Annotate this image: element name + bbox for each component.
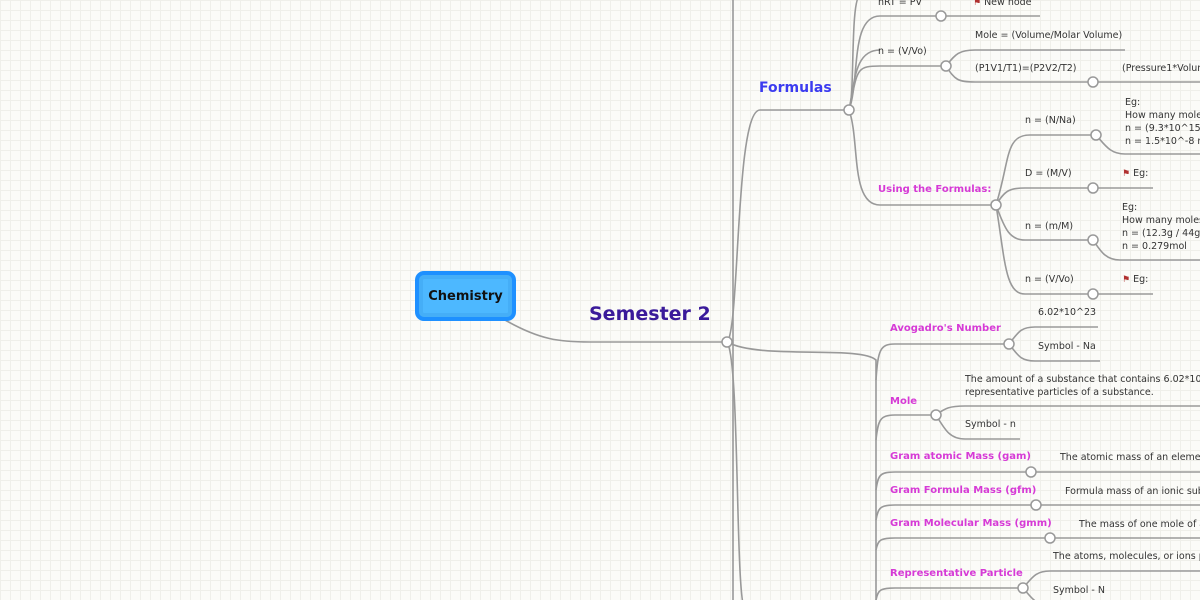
example-n-m-m[interactable]: Eg: How many moles n = (12.3g / 44g/ n =… <box>1122 202 1200 252</box>
node-label: Eg: <box>1133 168 1149 179</box>
node-pressure[interactable]: (Pressure1*Volum <box>1122 63 1200 74</box>
node-rp-symbol[interactable]: Symbol - N <box>1053 585 1105 596</box>
topic-using-formulas[interactable]: Using the Formulas: <box>878 184 992 195</box>
root-topic-chemistry[interactable]: Chemistry <box>415 271 516 321</box>
connector-nodes <box>721 10 1102 594</box>
root-label: Chemistry <box>428 288 503 304</box>
node-gmm-definition[interactable]: The mass of one mole of a <box>1079 519 1200 530</box>
example-d-m-v[interactable]: ⚑Eg: <box>1122 167 1148 181</box>
node-n-v-vo-2[interactable]: n = (V/Vo) <box>1025 274 1074 285</box>
node-gfm-definition[interactable]: Formula mass of an ionic subs <box>1065 486 1200 497</box>
node-mole-definition[interactable]: The amount of a substance that contains … <box>965 374 1200 398</box>
node-combined-gas[interactable]: (P1V1/T1)=(P2V2/T2) <box>975 63 1077 74</box>
node-avogadro-symbol[interactable]: Symbol - Na <box>1038 341 1096 352</box>
node-mole-symbol[interactable]: Symbol - n <box>965 419 1016 430</box>
node-new-node[interactable]: ⚑New node <box>973 0 1032 10</box>
flag-icon: ⚑ <box>1122 275 1131 285</box>
example-n-v-vo[interactable]: ⚑Eg: <box>1122 273 1148 287</box>
topic-representative-particle[interactable]: Representative Particle <box>890 568 1023 579</box>
topic-gmm[interactable]: Gram Molecular Mass (gmm) <box>890 518 1052 529</box>
node-n-v-vo[interactable]: n = (V/Vo) <box>878 46 927 57</box>
node-gam-definition[interactable]: The atomic mass of an element <box>1060 452 1200 463</box>
example-n-n-na[interactable]: Eg: How many mole n = (9.3*10^15 / n = 1… <box>1125 97 1200 147</box>
topic-avogadro[interactable]: Avogadro's Number <box>890 323 1001 334</box>
node-d-m-v[interactable]: D = (M/V) <box>1025 168 1072 179</box>
node-avogadro-value[interactable]: 6.02*10^23 <box>1038 307 1097 318</box>
flag-icon: ⚑ <box>1122 169 1131 179</box>
topic-gfm[interactable]: Gram Formula Mass (gfm) <box>890 485 1037 496</box>
node-n-n-na[interactable]: n = (N/Na) <box>1025 115 1076 126</box>
node-label: New node <box>984 0 1032 8</box>
topic-semester-2[interactable]: Semester 2 <box>589 303 711 325</box>
node-mole-volume[interactable]: Mole = (Volume/Molar Volume) <box>975 30 1123 41</box>
node-nrt-pv[interactable]: nRT = PV <box>878 0 922 8</box>
flag-icon: ⚑ <box>973 0 982 8</box>
node-n-m-m[interactable]: n = (m/M) <box>1025 221 1074 232</box>
node-label: Eg: <box>1133 274 1149 285</box>
topic-formulas[interactable]: Formulas <box>759 80 832 96</box>
topic-gam[interactable]: Gram atomic Mass (gam) <box>890 451 1031 462</box>
node-rp-definition[interactable]: The atoms, molecules, or ions pr <box>1053 551 1200 562</box>
topic-mole[interactable]: Mole <box>890 396 918 407</box>
